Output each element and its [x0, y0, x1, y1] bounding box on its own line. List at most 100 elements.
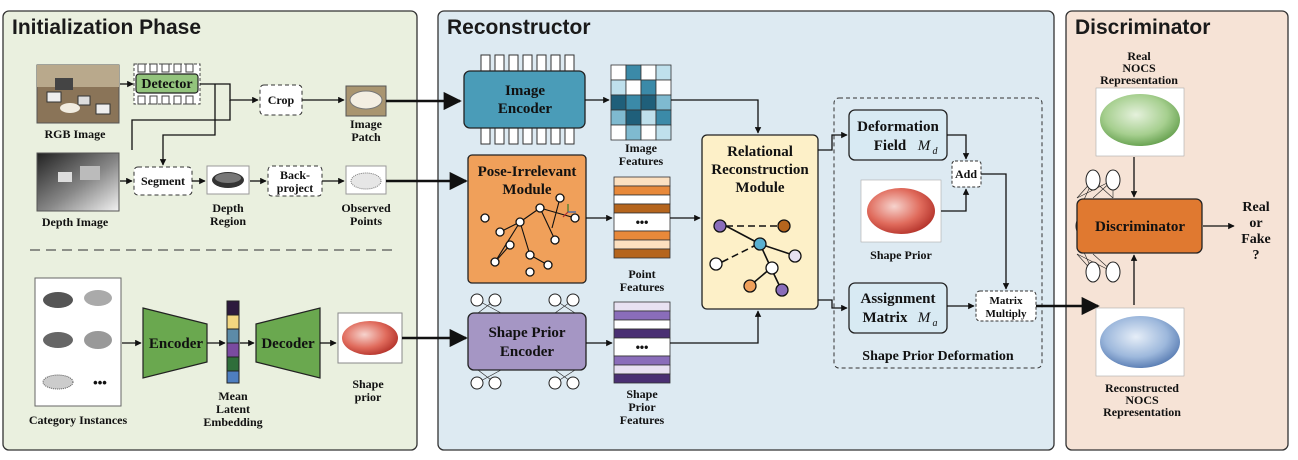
relational-label-1: Relational: [727, 144, 793, 160]
recon-arrows: [585, 96, 1010, 347]
deformation-shape-prior-label: Shape Prior: [870, 248, 932, 262]
init-shape-prior: [337, 312, 403, 364]
assignment-label-1: Assignment: [860, 291, 935, 307]
point-features-stack: •••: [613, 176, 671, 259]
image-features-label-2: Features: [619, 154, 664, 168]
deformation-label-2: Field: [874, 138, 907, 154]
discriminator-network: Discriminator: [1075, 169, 1203, 283]
pose-module-label-1: Pose-Irrelevant: [478, 164, 577, 180]
observed-points-label-1: Observed: [341, 201, 391, 215]
mean-label-3: Embedding: [203, 415, 262, 429]
detector-box: Detector: [133, 63, 201, 105]
initialization-title: Initialization Phase: [12, 16, 201, 39]
cross-panel-arrows: [386, 91, 468, 348]
deformation-group-label: Shape Prior Deformation: [862, 349, 1014, 364]
matrix-multiply-label-1: Matrix: [990, 295, 1023, 307]
observed-points-label-2: Points: [350, 214, 382, 228]
crop-box: Crop: [259, 84, 303, 116]
instances-ellipsis: •••: [93, 375, 107, 390]
init-shape-prior-label-1: Shape: [352, 377, 384, 391]
image-features-grid: [610, 64, 672, 141]
point-features-label-2: Features: [620, 280, 665, 294]
deformation-subscript: d: [933, 146, 939, 157]
detector-label: Detector: [141, 77, 192, 92]
point-features-label-1: Point: [628, 267, 655, 281]
deformation-label-1: Deformation: [857, 119, 939, 135]
mean-label-2: Latent: [216, 402, 250, 416]
shape-prior-features-stack: •••: [613, 301, 671, 384]
shape-encoder-label-2: Encoder: [500, 344, 555, 360]
image-patch-label-1: Image: [350, 117, 383, 131]
real-nocs-image: [1095, 87, 1185, 157]
image-encoder-label-1: Image: [505, 83, 545, 99]
image-patch-label-2: Patch: [351, 130, 381, 144]
pose-module-label-2: Module: [502, 182, 552, 198]
segment-label: Segment: [141, 174, 185, 188]
recon-nocs-label-3: Representation: [1103, 405, 1181, 419]
assignment-symbol: M: [917, 310, 932, 326]
init-encoder: Encoder: [142, 307, 208, 379]
add-box: Add: [951, 160, 982, 188]
assignment-subscript: a: [933, 318, 938, 329]
shape-features-label-1: Shape: [626, 387, 658, 401]
relational-reconstruction-module: Relational Reconstruction Module: [701, 134, 819, 310]
observed-points: [345, 165, 387, 195]
depth-image: [36, 152, 120, 212]
depth-image-label: Depth Image: [42, 215, 109, 229]
crop-label: Crop: [268, 93, 295, 107]
reconstructed-nocs-image: [1095, 307, 1185, 377]
segment-box: Segment: [133, 166, 193, 196]
assignment-label-2: Matrix: [863, 310, 908, 326]
mean-latent-embedding: [226, 300, 240, 384]
deformation-shape-prior: [860, 179, 942, 243]
shape-encoder-label-1: Shape Prior: [488, 325, 565, 341]
disc-arrows: [1130, 157, 1235, 305]
output-label-2: or: [1249, 216, 1262, 231]
init-decoder-label: Decoder: [261, 336, 315, 352]
discriminator-label: Discriminator: [1095, 219, 1185, 235]
pose-irrelevant-module: Pose-Irrelevant Module: [467, 154, 587, 284]
output-label-4: ?: [1253, 248, 1260, 263]
category-instances-label: Category Instances: [29, 413, 128, 427]
image-encoder-label-2: Encoder: [498, 101, 553, 117]
image-features-label-1: Image: [625, 141, 658, 155]
add-label: Add: [955, 167, 977, 181]
shape-features-ellipsis: •••: [636, 340, 649, 354]
image-patch: [345, 85, 387, 117]
output-label-3: Fake: [1241, 232, 1271, 247]
real-label-3: Representation: [1100, 73, 1178, 87]
point-features-ellipsis: •••: [636, 215, 649, 229]
real-label-1: Real: [1127, 49, 1151, 63]
image-encoder: Image Encoder: [463, 54, 586, 145]
shape-features-label-2: Prior: [628, 400, 656, 414]
rgb-image-label: RGB Image: [45, 127, 107, 141]
output-label-1: Real: [1242, 200, 1269, 215]
recon-nocs-label-2: NOCS: [1125, 393, 1159, 407]
init-shape-prior-label-2: prior: [355, 390, 382, 404]
init-arrows: [120, 80, 345, 347]
depth-region-label-1: Depth: [212, 201, 244, 215]
reconstructor-title: Reconstructor: [447, 16, 591, 39]
rgb-image: [36, 64, 120, 124]
relational-label-2: Reconstruction: [711, 162, 809, 178]
real-label-2: NOCS: [1122, 61, 1156, 75]
init-encoder-label: Encoder: [149, 336, 204, 352]
relational-label-3: Module: [735, 180, 785, 196]
backproject-label-2: project: [277, 181, 313, 195]
depth-region: [206, 165, 250, 195]
category-instances: •••: [34, 277, 122, 407]
deformation-field-box: Deformation Field M d: [848, 109, 948, 161]
discriminator-title: Discriminator: [1075, 16, 1210, 39]
backproject-box: Back- project: [267, 165, 323, 197]
shape-prior-encoder: Shape Prior Encoder: [467, 293, 587, 390]
shape-features-label-3: Features: [620, 413, 665, 427]
matrix-multiply-box: Matrix Multiply: [975, 290, 1037, 322]
matrix-multiply-label-2: Multiply: [986, 308, 1027, 320]
recon-nocs-label-1: Reconstructed: [1105, 381, 1179, 395]
depth-region-label-2: Region: [210, 214, 246, 228]
backproject-label-1: Back-: [280, 168, 310, 182]
deformation-symbol: M: [917, 138, 932, 154]
shape-prior-deformation-group: Shape Prior Deformation Deformation Fiel…: [833, 97, 1043, 369]
assignment-matrix-box: Assignment Matrix M a: [848, 282, 948, 334]
